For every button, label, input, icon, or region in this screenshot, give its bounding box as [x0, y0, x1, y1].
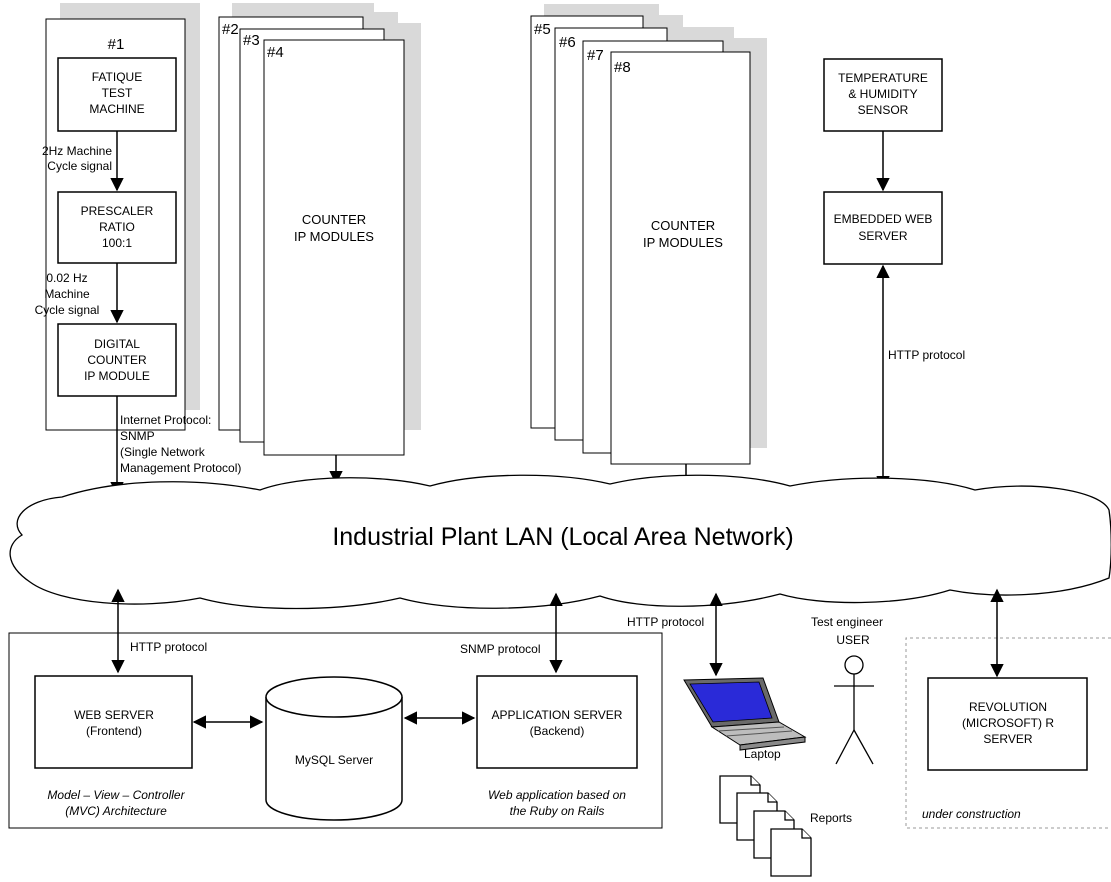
counter-line-2: COUNTER: [87, 353, 147, 367]
stack-a-id-2: #3: [243, 32, 260, 49]
stack-b-label-line-1: COUNTER: [651, 218, 715, 233]
revolution-frame: REVOLUTION (MICROSOFT) R SERVER under co…: [905, 588, 1111, 829]
app-server-line-2: (Backend): [530, 724, 585, 738]
module-1-id: #1: [108, 36, 125, 53]
user-label: USER: [836, 633, 870, 647]
mvc-frame: HTTP protocol SNMP protocol WEB SERVER (…: [8, 588, 663, 829]
user-role-label: Test engineer: [811, 615, 883, 629]
under-construction-note: under construction: [922, 807, 1021, 821]
sensor-box: TEMPERATURE & HUMIDITY SENSOR: [823, 58, 943, 132]
http-right-label: HTTP protocol: [888, 348, 965, 362]
prescaler-line-1: PRESCALER: [81, 204, 154, 218]
stack-a-id-1: #2: [222, 21, 239, 38]
digital-counter-box: DIGITAL COUNTER IP MODULE: [57, 323, 177, 397]
signal-002hz-line-1: 0.02 Hz: [46, 271, 87, 285]
rails-note-line-2: the Ruby on Rails: [510, 804, 605, 818]
user-stick-figure-icon: [834, 655, 874, 765]
counter-stack-a: #2 #3 #4 COUNTER IP MODULES: [218, 3, 421, 456]
signal-002hz-line-2: Machine: [44, 287, 90, 301]
prescaler-line-3: 100:1: [102, 236, 132, 250]
stack-a-label-line-1: COUNTER: [302, 212, 366, 227]
revolution-line-3: SERVER: [983, 732, 1032, 746]
stack-b-id-4: #8: [614, 59, 631, 76]
counter-line-3: IP MODULE: [84, 369, 150, 383]
laptop-icon: [683, 677, 807, 751]
counter-line-1: DIGITAL: [94, 337, 140, 351]
stack-a-label-line-2: IP MODULES: [294, 229, 374, 244]
sensor-line-1: TEMPERATURE: [838, 71, 928, 85]
revolution-line-2: (MICROSOFT) R: [962, 716, 1054, 730]
module-1-group: #1 FATIQUE TEST MACHINE 2Hz Machine Cycl…: [35, 3, 200, 431]
reports-documents-icon: [719, 775, 812, 877]
signal-2hz-line-2: Cycle signal: [47, 159, 112, 173]
web-server-line-2: (Frontend): [86, 724, 142, 738]
stack-b-id-1: #5: [534, 21, 551, 38]
web-server-line-1: WEB SERVER: [74, 708, 154, 722]
app-server-line-1: APPLICATION SERVER: [492, 708, 623, 722]
snmp-label-line-1: Internet Protocol:: [120, 413, 211, 427]
snmp-label-line-3: (Single Network: [120, 445, 206, 459]
revolution-line-1: REVOLUTION: [969, 700, 1047, 714]
fatigue-line-2: TEST: [102, 86, 133, 100]
counter-stack-b: #5 #6 #7 #8 COUNTER IP MODULES: [530, 4, 767, 465]
fatigue-line-1: FATIQUE: [92, 70, 142, 84]
application-server-box: APPLICATION SERVER (Backend): [476, 675, 638, 769]
embedded-line-1: EMBEDDED WEB: [834, 212, 933, 226]
web-server-box: WEB SERVER (Frontend): [34, 675, 193, 769]
rails-note-line-1: Web application based on: [488, 788, 626, 802]
mysql-cylinder: MySQL Server: [265, 676, 403, 821]
reports-label: Reports: [810, 811, 852, 825]
mvc-note-line-1: Model – View – Controller: [47, 788, 185, 802]
mvc-snmp-label: SNMP protocol: [460, 642, 540, 656]
laptop-http-label: HTTP protocol: [627, 615, 704, 629]
sensor-line-2: & HUMIDITY: [848, 87, 917, 101]
lan-cloud: Industrial Plant LAN (Local Area Network…: [9, 474, 1111, 610]
prescaler-box: PRESCALER RATIO 100:1: [57, 191, 177, 264]
stack-b-id-2: #6: [559, 34, 576, 51]
embedded-web-server-box: EMBEDDED WEB SERVER: [823, 191, 943, 265]
stack-a-id-3: #4: [267, 44, 284, 61]
fatigue-line-3: MACHINE: [89, 102, 144, 116]
embedded-line-2: SERVER: [858, 229, 907, 243]
mysql-label: MySQL Server: [295, 753, 373, 767]
lan-label: Industrial Plant LAN (Local Area Network…: [332, 523, 793, 551]
stack-b-label-line-2: IP MODULES: [643, 235, 723, 250]
snmp-label-line-2: SNMP: [120, 429, 155, 443]
mvc-note-line-2: (MVC) Architecture: [65, 804, 167, 818]
prescaler-line-2: RATIO: [99, 220, 135, 234]
sensor-line-3: SENSOR: [858, 103, 909, 117]
fatigue-test-machine-box: FATIQUE TEST MACHINE: [57, 57, 177, 132]
mvc-http-label: HTTP protocol: [130, 640, 207, 654]
laptop-label: Laptop: [744, 747, 781, 761]
stack-b-id-3: #7: [587, 47, 604, 64]
snmp-label-line-4: Management Protocol): [120, 461, 241, 475]
signal-002hz-line-3: Cycle signal: [35, 303, 100, 317]
signal-2hz-line-1: 2Hz Machine: [42, 144, 112, 158]
